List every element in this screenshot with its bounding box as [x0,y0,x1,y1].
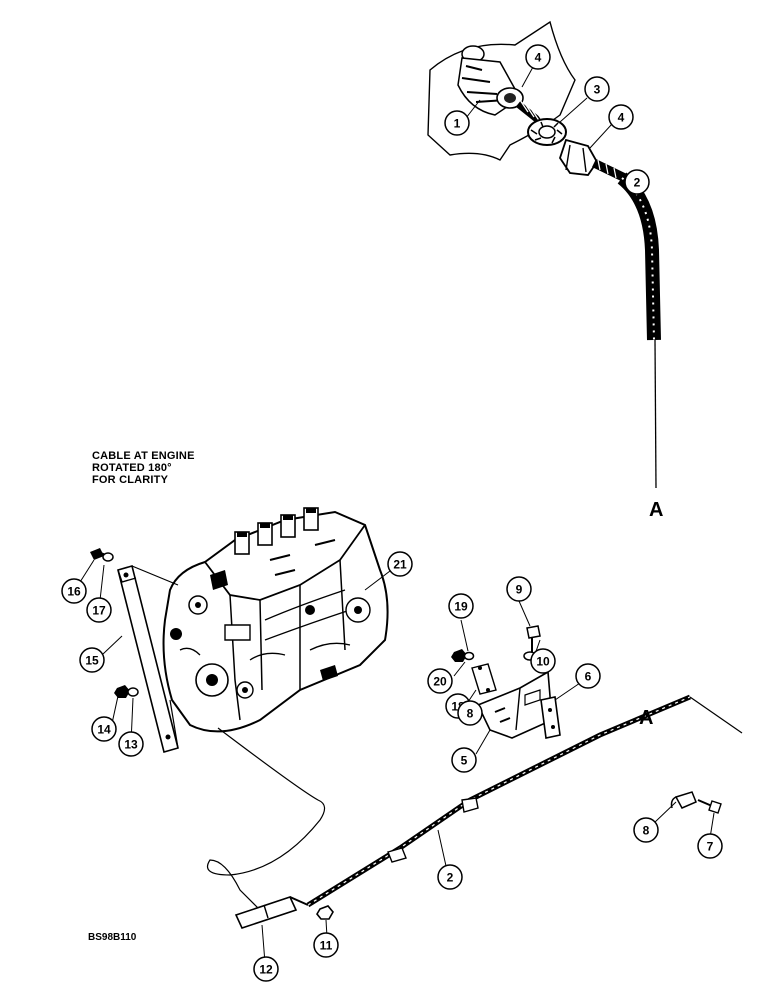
callout-5: 5 [451,747,477,773]
svg-text:8: 8 [467,707,474,721]
svg-text:3: 3 [594,83,601,97]
pump-details [170,539,371,699]
cable-sheath-upper [617,172,661,341]
callout-10: 10 [530,648,556,674]
svg-text:17: 17 [92,604,106,618]
pump-bracket [117,565,179,753]
svg-text:4: 4 [535,51,542,65]
svg-text:6: 6 [585,670,592,684]
callout-14: 14 [91,716,117,742]
plate-6 [540,696,561,739]
callout-8-right: 8 [633,817,659,843]
cable-ferrule [592,158,627,183]
svg-text:19: 19 [454,600,468,614]
callout-2-bottom: 2 [437,864,463,890]
svg-text:21: 21 [393,558,407,572]
leader-lines [74,66,715,964]
svg-text:10: 10 [536,655,550,669]
washer-17 [102,552,114,562]
figure-id: BS98B110 [88,932,137,943]
svg-text:15: 15 [85,654,99,668]
svg-text:20: 20 [433,675,447,689]
callout-12: 12 [253,956,279,982]
nut-11 [316,905,334,920]
svg-text:1: 1 [454,117,461,131]
lock-washer [527,118,567,146]
svg-text:5: 5 [461,754,468,768]
clevis-12 [234,896,309,929]
cable-core-loop [206,727,326,911]
delivery-valves [234,507,319,555]
svg-text:4: 4 [618,111,625,125]
callout-16: 16 [61,578,87,604]
callout-1: 1 [444,110,470,136]
callout-4-bottom: 4 [608,104,634,130]
bolt-7 [697,799,722,814]
callout-2-top: 2 [624,169,650,195]
reference-label-a-bottom: A [639,707,653,729]
bolt-9 [526,625,541,652]
callout-7: 7 [697,833,723,859]
svg-text:7: 7 [707,840,714,854]
svg-text:11: 11 [320,939,333,953]
svg-text:13: 13 [124,738,138,752]
svg-text:9: 9 [516,583,523,597]
callout-9: 9 [506,576,532,602]
note-line-3: FOR CLARITY [92,474,169,486]
svg-text:8: 8 [643,824,650,838]
injection-pump [162,507,389,733]
callout-20: 20 [427,668,453,694]
nut-14 [114,685,130,698]
svg-text:16: 16 [67,585,81,599]
nut-lower [559,138,599,176]
washer-13 [127,687,139,697]
throttle-knob [457,45,524,116]
callout-21: 21 [387,551,413,577]
callout-4-top: 4 [525,44,551,70]
nut-20 [451,649,467,662]
reference-label-a-top: A [649,499,663,521]
cable-core-upper [654,339,657,489]
callout-3: 3 [584,76,610,102]
callout-8-left: 8 [457,700,483,726]
rotation-note: CABLE AT ENGINE ROTATED 180° FOR CLARITY [92,450,195,486]
callout-15: 15 [79,647,105,673]
note-line-1: CABLE AT ENGINE [92,450,195,462]
callout-17: 17 [86,597,112,623]
svg-text:2: 2 [447,871,454,885]
washer-19 [463,651,475,661]
cable-lower [306,694,743,908]
note-line-2: ROTATED 180° [92,462,172,474]
callouts: 1 4 3 4 2 21 16 17 15 14 13 20 19 18 9 1… [61,44,723,982]
clamp-8-lower [670,791,697,809]
callout-19: 19 [448,593,474,619]
svg-text:14: 14 [97,723,111,737]
svg-text:2: 2 [634,176,641,190]
clamp-8-upper [471,663,497,695]
svg-text:12: 12 [259,963,273,977]
callout-11: 11 [313,932,339,958]
callout-13: 13 [118,731,144,757]
dash-panel [427,20,576,161]
callout-6: 6 [575,663,601,689]
